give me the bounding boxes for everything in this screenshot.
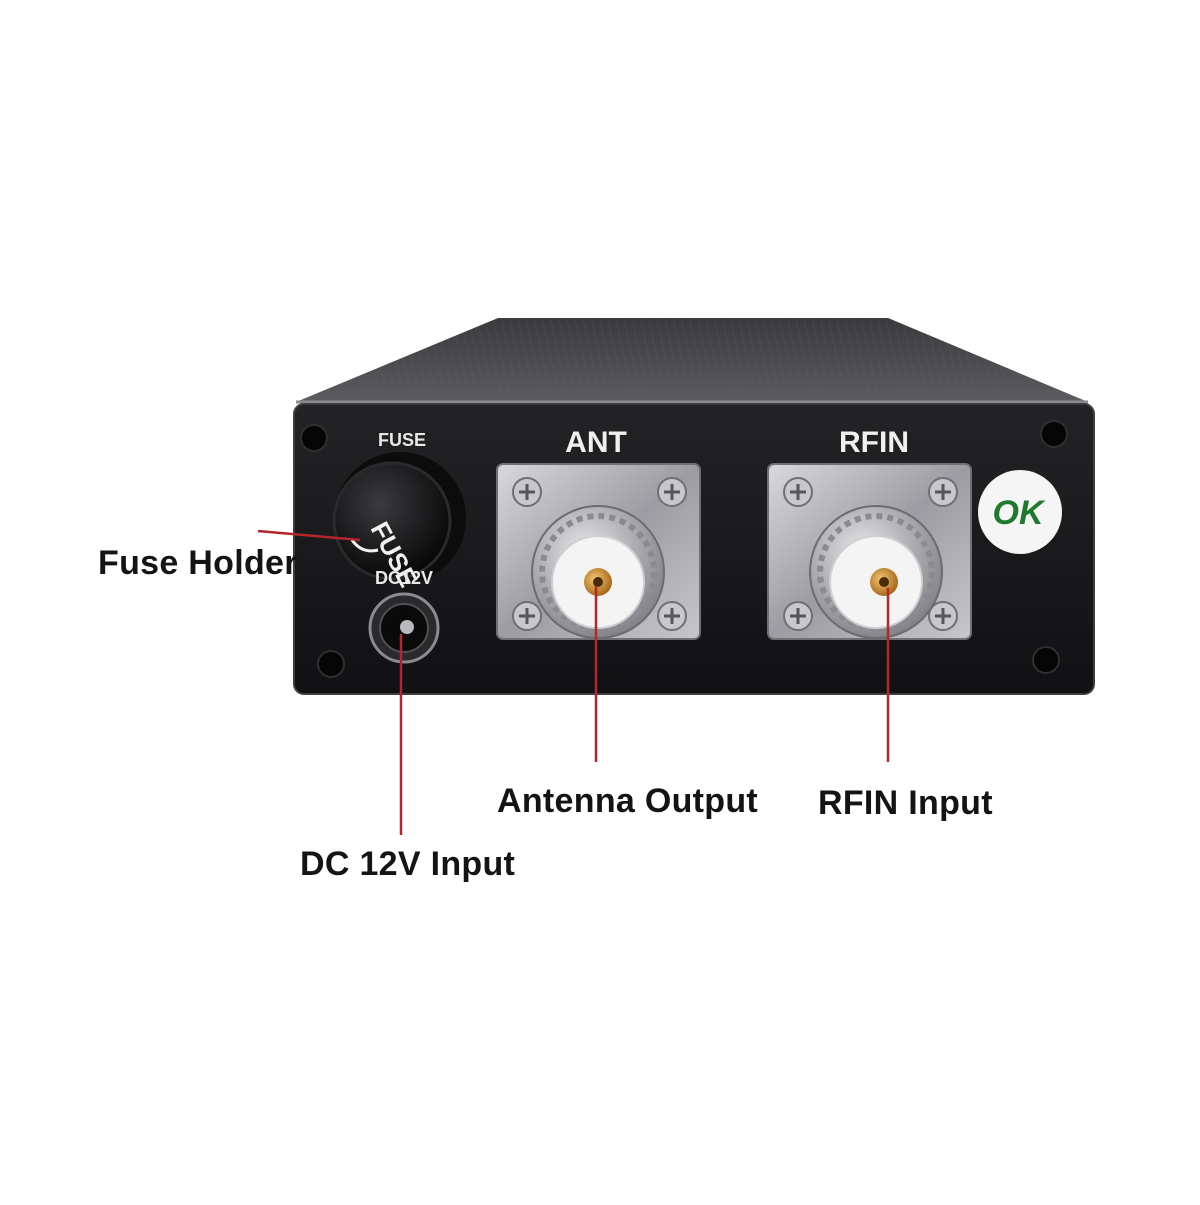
fuse-panel-label: FUSE [378,430,426,450]
enclosure-top-texture [296,318,1088,402]
dc12v-panel-label: DC12V [375,568,433,588]
rfin-panel-label: RFIN [839,426,909,459]
ant-so239-connector [496,463,701,640]
antenna-output-label: Antenna Output [497,782,759,820]
dc-jack [368,592,440,664]
callout-lines [257,529,890,835]
rfin-input-label: RFIN Input [818,784,993,822]
fuse-holder-label: Fuse Holder [98,544,298,582]
fuse-holder-callout-line [257,529,361,542]
ok-badge-text: OK [993,494,1046,532]
fuse-holder-knob: FUSE [332,452,466,592]
rfin-so239-connector [767,463,972,640]
ant-panel-label: ANT [565,426,627,459]
corner-screw-icon [300,420,1068,678]
dc-input-label: DC 12V Input [300,845,516,883]
ok-badge: OK [978,470,1062,554]
